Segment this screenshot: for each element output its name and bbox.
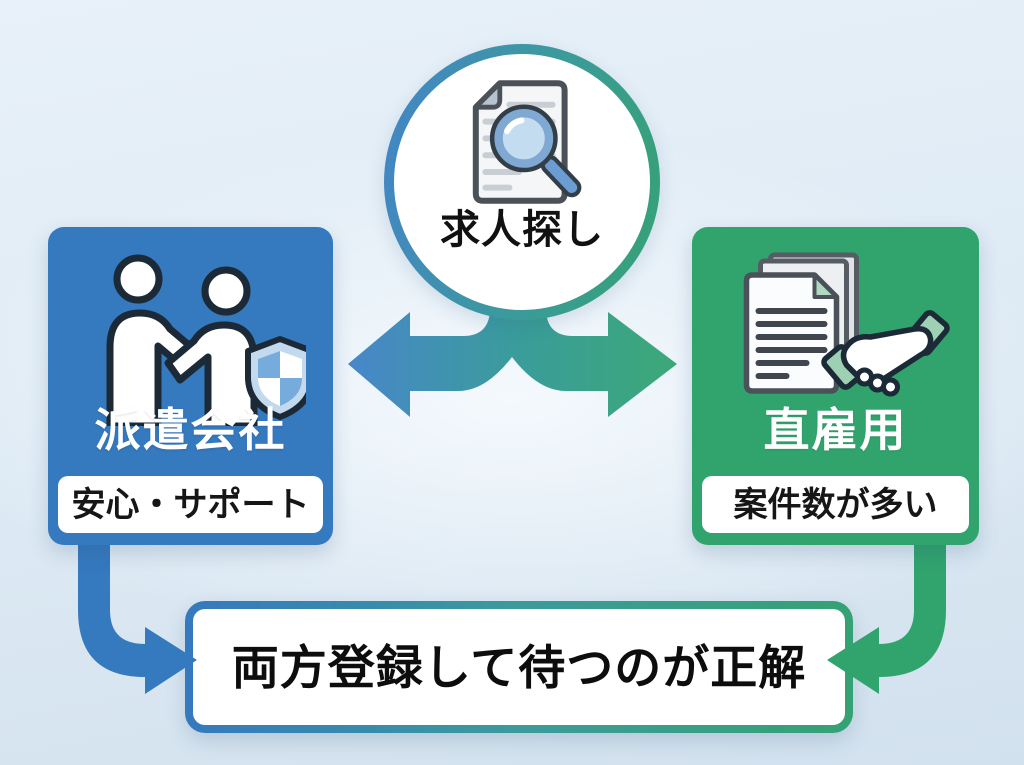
direct-employment-title: 直雇用 — [763, 404, 908, 456]
documents-handshake-icon — [743, 252, 950, 397]
direct-employment-badge-label: 案件数が多い — [733, 485, 938, 524]
direct-employment-box: 直雇用 案件数が多い — [692, 227, 979, 545]
left-curved-arrow-icon — [78, 535, 197, 694]
conclusion-box: 両方登録して待つのが正解 — [185, 601, 853, 733]
conclusion-label: 両方登録して待つのが正解 — [231, 640, 807, 694]
direct-employment-badge: 案件数が多い — [702, 476, 969, 533]
dispatch-company-box: 派遣会社 安心・サポート — [48, 227, 333, 545]
job-search-label: 求人探し — [440, 208, 604, 252]
dispatch-company-title: 派遣会社 — [94, 404, 287, 456]
job-search-node: 求人探し — [384, 44, 660, 320]
document-search-icon — [472, 80, 582, 204]
handshake-shield-icon — [106, 254, 306, 426]
dispatch-company-badge-label: 安心・サポート — [71, 485, 310, 524]
dispatch-company-badge: 安心・サポート — [58, 476, 323, 533]
